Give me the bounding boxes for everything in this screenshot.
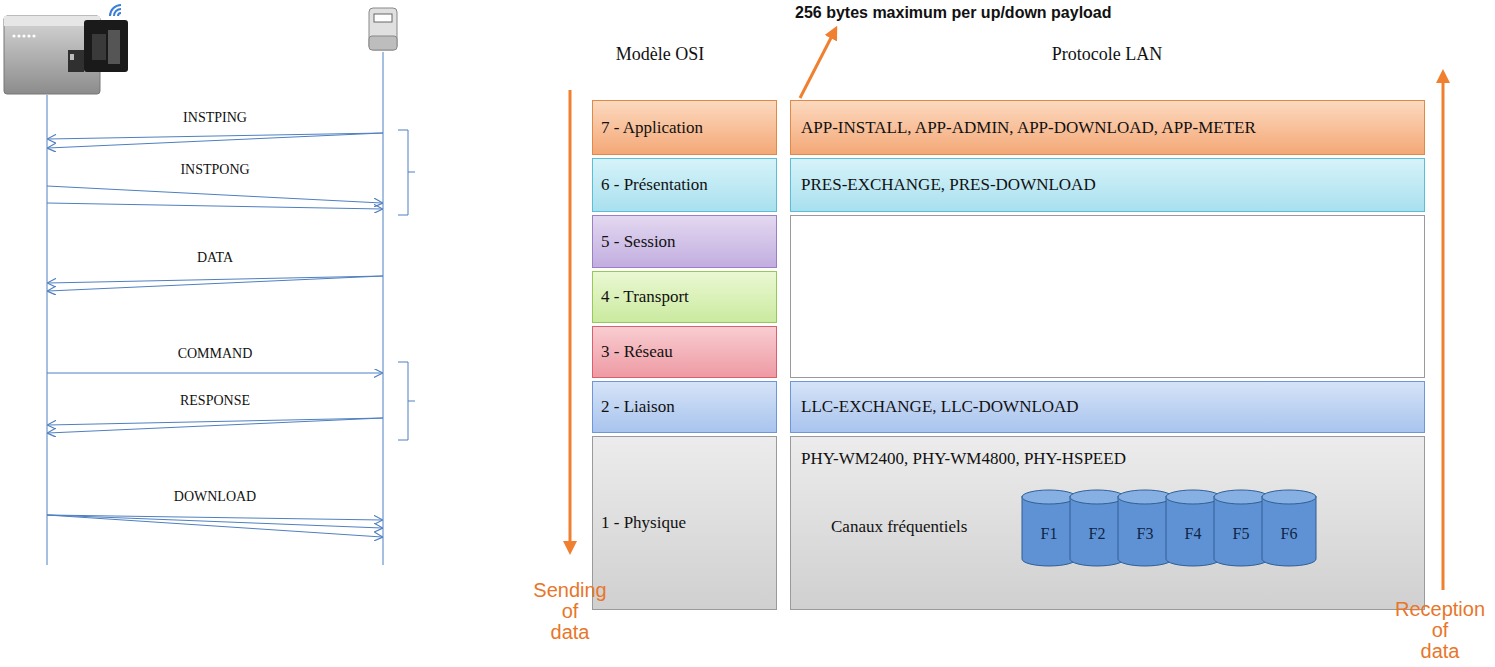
meter-icon: [369, 8, 397, 50]
osi-layer-box: 7 - Application: [592, 100, 777, 155]
column-heading: Protocole LAN: [1007, 44, 1207, 65]
direction-label: Reception of data: [1390, 599, 1490, 662]
protocol-box: APP-INSTALL, APP-ADMIN, APP-DOWNLOAD, AP…: [790, 100, 1425, 155]
layer-label: 6 - Présentation: [601, 175, 708, 195]
layer-label: 1 - Physique: [601, 513, 686, 533]
message-arrows: [47, 133, 383, 537]
channel-label: F6: [1281, 525, 1298, 543]
column-heading: Modèle OSI: [590, 44, 730, 65]
channel-label: F2: [1089, 525, 1106, 543]
layer-label: Canaux fréquentiels: [831, 517, 967, 537]
message-label: RESPONSE: [115, 393, 315, 409]
osi-layer-box: 3 - Réseau: [592, 326, 777, 378]
reception-arrow: [1442, 76, 1445, 590]
layer-label: 3 - Réseau: [601, 342, 673, 362]
message-label: INSTPONG: [115, 162, 315, 178]
gateway-icon: [4, 5, 128, 94]
frequency-channel: F4: [1165, 489, 1221, 567]
frequency-channel: F2: [1069, 489, 1125, 567]
message-label: COMMAND: [115, 346, 315, 362]
callout-arrow: [800, 32, 834, 98]
layer-label: 2 - Liaison: [601, 397, 675, 417]
layer-label: 5 - Session: [601, 232, 676, 252]
frequency-channel: F1: [1021, 489, 1077, 567]
layer-label: PRES-EXCHANGE, PRES-DOWNLOAD: [801, 175, 1096, 195]
layer-label: 7 - Application: [601, 118, 703, 138]
channel-label: F4: [1185, 525, 1202, 543]
message-label: INSTPING: [115, 110, 315, 126]
frequency-channel: F6: [1261, 489, 1317, 567]
osi-layer-box: 1 - Physique: [592, 436, 777, 610]
osi-layer-box: 6 - Présentation: [592, 158, 777, 212]
frequency-channel: F3: [1117, 489, 1173, 567]
lifeline: [383, 52, 384, 565]
protocol-box: PRES-EXCHANGE, PRES-DOWNLOAD: [790, 158, 1425, 212]
osi-layer-box: 2 - Liaison: [592, 381, 777, 433]
layer-label: 4 - Transport: [601, 287, 689, 307]
sending-arrow: [569, 90, 572, 548]
empty-layer-band: [791, 216, 1425, 378]
osi-layer-box: 4 - Transport: [592, 271, 777, 323]
protocol-box: PHY-WM2400, PHY-WM4800, PHY-HSPEED Canaux…: [790, 436, 1425, 610]
channel-label: F3: [1137, 525, 1154, 543]
message-label: DATA: [115, 250, 315, 266]
bracket: [398, 362, 415, 440]
message-label: DOWNLOAD: [115, 489, 315, 505]
frequency-channel: F5: [1213, 489, 1269, 567]
osi-layer-box: 5 - Session: [592, 215, 777, 268]
protocol-box: LLC-EXCHANGE, LLC-DOWNLOAD: [790, 381, 1425, 433]
direction-label: Sending of data: [520, 580, 620, 643]
layer-label: PHY-WM2400, PHY-WM4800, PHY-HSPEED: [801, 449, 1126, 469]
bracket: [398, 130, 415, 215]
payload-note: 256 bytes maximum per up/down payload: [795, 4, 1155, 22]
layer-label: LLC-EXCHANGE, LLC-DOWNLOAD: [801, 397, 1079, 417]
channel-label: F5: [1233, 525, 1250, 543]
lifeline: [47, 95, 48, 565]
layer-label: APP-INSTALL, APP-ADMIN, APP-DOWNLOAD, AP…: [801, 118, 1256, 138]
channel-label: F1: [1041, 525, 1058, 543]
